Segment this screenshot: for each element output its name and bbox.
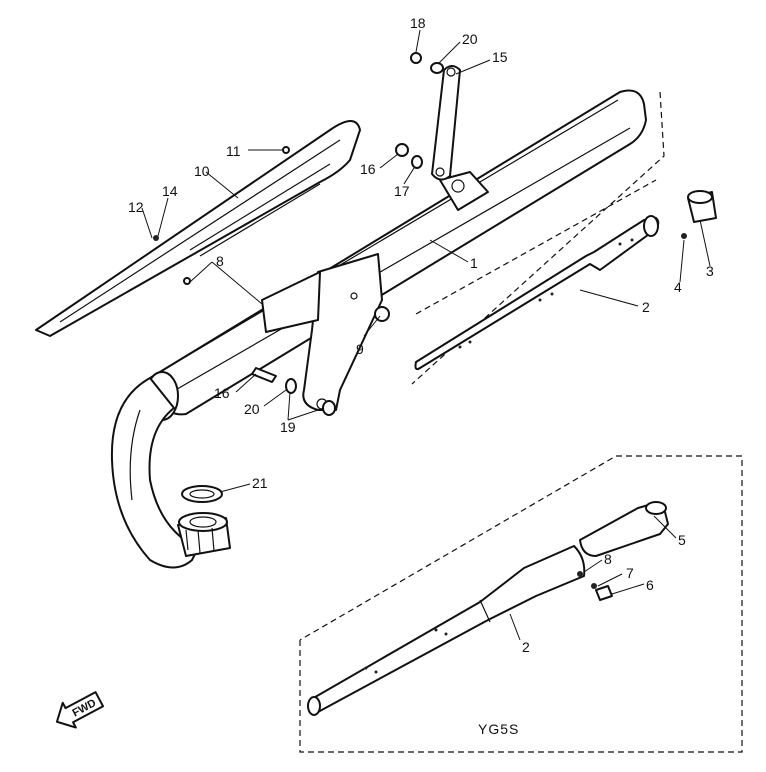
callout-20-upper: 20 bbox=[462, 31, 478, 47]
callout-11: 11 bbox=[226, 143, 241, 159]
callout-16-lower: 16 bbox=[214, 385, 230, 401]
lower-washer bbox=[591, 583, 597, 589]
muffler-stay bbox=[431, 65, 461, 181]
exhaust-ring-nut bbox=[177, 512, 231, 557]
direction-arrow-icon: FWD bbox=[55, 691, 105, 729]
callout-21: 21 bbox=[252, 475, 268, 491]
callout-18: 18 bbox=[410, 15, 426, 31]
callout-9: 9 bbox=[356, 341, 364, 357]
callout-8-upper: 8 bbox=[216, 253, 224, 269]
callout-15: 15 bbox=[492, 49, 508, 65]
end-cap bbox=[687, 190, 717, 223]
lower-pin bbox=[577, 571, 583, 577]
upper-stay-bracket bbox=[439, 171, 489, 211]
inner-pipe-upper bbox=[414, 215, 660, 371]
callout-10: 10 bbox=[194, 163, 210, 179]
callout-3: 3 bbox=[706, 263, 714, 279]
callout-20-lower: 20 bbox=[244, 401, 260, 417]
callout-17: 17 bbox=[394, 183, 410, 199]
callout-5: 5 bbox=[678, 532, 686, 548]
leader-lines bbox=[141, 29, 711, 641]
callout-16-upper: 16 bbox=[360, 161, 376, 177]
callout-7: 7 bbox=[626, 565, 634, 581]
muffler-body bbox=[110, 89, 647, 569]
callout-8-lower: 8 bbox=[604, 551, 612, 567]
inner-pipe-lower bbox=[307, 545, 586, 716]
callout-19: 19 bbox=[280, 419, 296, 435]
callout-labels: 18 20 15 11 10 14 12 16 17 8 1 3 4 2 9 1… bbox=[128, 15, 714, 655]
gasket bbox=[181, 485, 223, 503]
nut bbox=[681, 233, 687, 239]
heat-protector bbox=[35, 120, 361, 337]
variant-dashed-box bbox=[299, 455, 743, 753]
callout-2-upper: 2 bbox=[642, 299, 650, 315]
tail-pipe bbox=[579, 501, 669, 557]
inner-pipe-dashed-outline bbox=[411, 91, 665, 385]
callout-4: 4 bbox=[674, 279, 682, 295]
mounting-bracket bbox=[261, 253, 383, 411]
lower-bolt bbox=[595, 585, 613, 601]
callout-14: 14 bbox=[162, 183, 178, 199]
callout-1: 1 bbox=[470, 255, 478, 271]
callout-6: 6 bbox=[646, 577, 654, 593]
callout-12: 12 bbox=[128, 199, 144, 215]
callout-2-lower: 2 bbox=[522, 639, 530, 655]
variant-label: YG5S bbox=[478, 721, 519, 737]
